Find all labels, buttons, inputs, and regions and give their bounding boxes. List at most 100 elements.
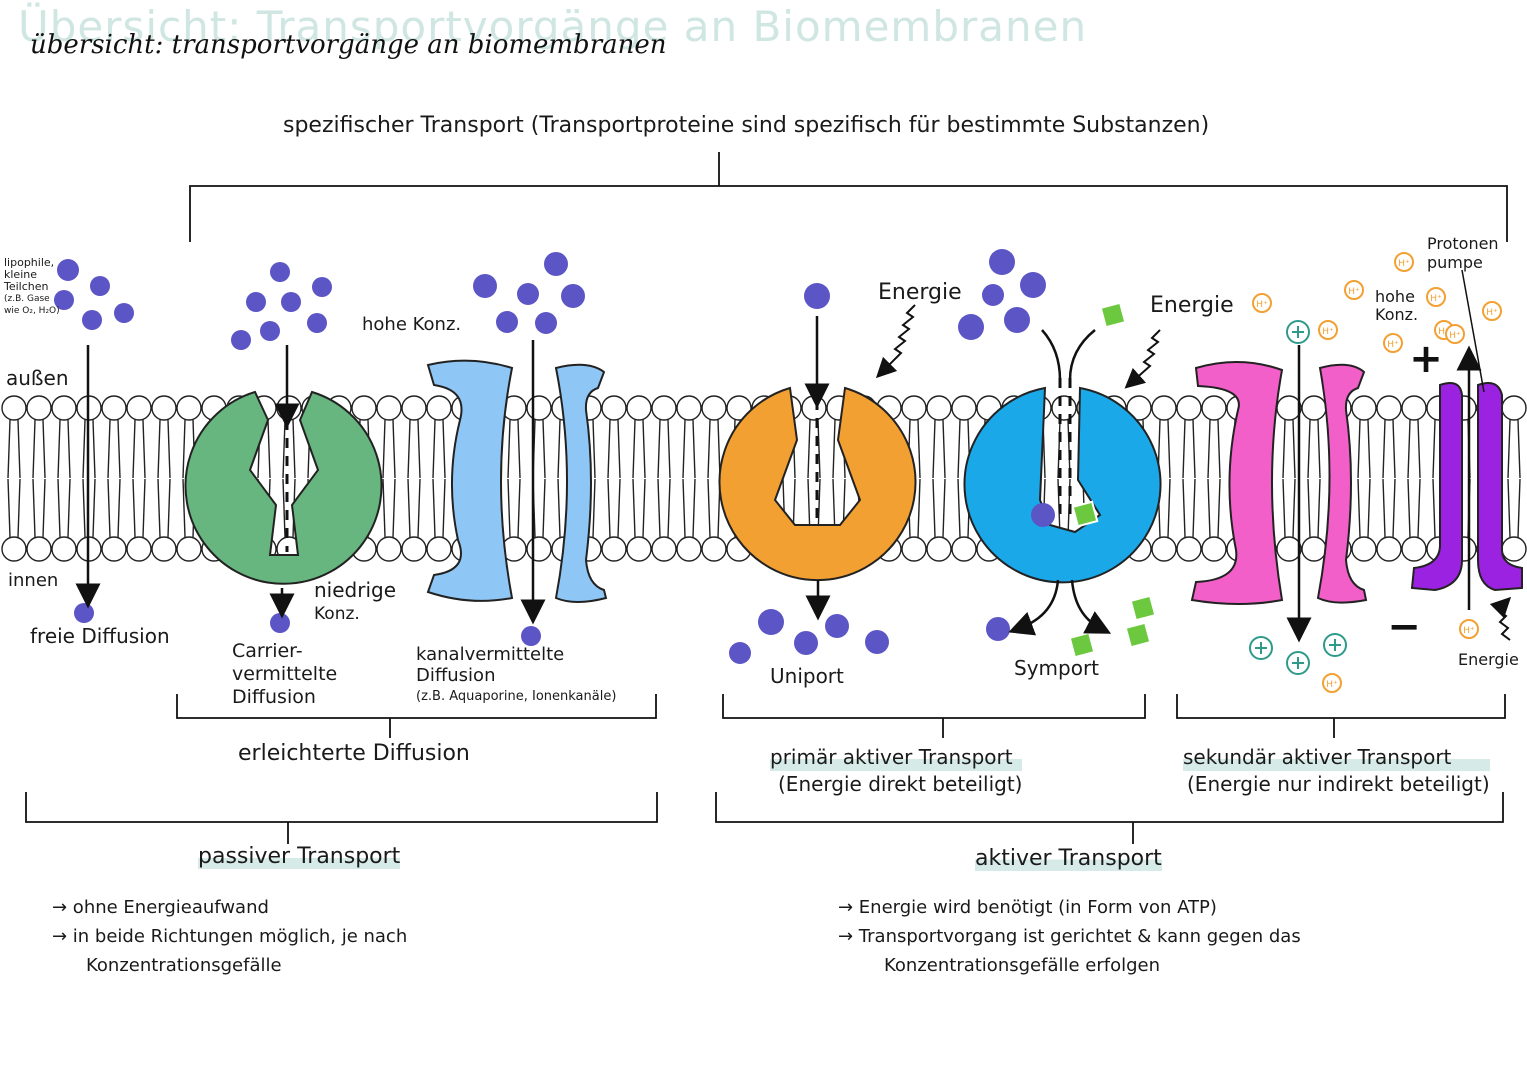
lipid-tail [592,478,596,538]
label-primary-active: primär aktiver Transport (Energie direkt… [770,744,1023,798]
lipid-tail [1417,478,1421,538]
lipid-head [1301,536,1327,562]
lipid-head [526,395,552,421]
particle [90,276,110,296]
lipid-tail [132,419,136,479]
channel-protein-right [554,363,608,603]
lipophilic-note: lipophile, kleine Teilchen (z.B. Gase wi… [4,257,60,317]
lipid-head [526,536,552,562]
lipid-head [901,395,927,421]
lipid-head [1,536,27,562]
lipid-head [626,395,652,421]
lipid-tail [132,478,136,538]
energy-squiggle [875,304,916,379]
primary-line-1: primär aktiver Transport [770,744,1023,771]
proton-symbol: H⁺ [1463,626,1475,636]
transport-proteins [184,359,1523,605]
lipid-head [1176,395,1202,421]
lipid-tail [407,478,411,538]
title-written: übersicht: transportvorgänge an biomembr… [30,30,667,60]
lipid-tail [1407,419,1411,479]
particle [517,283,539,305]
particle [544,252,568,276]
lipid-tail [1217,419,1221,479]
channel-line-2: Diffusion [416,665,496,686]
lipid-tail [932,419,936,479]
label-proton-pump: Protonen pumpe [1427,234,1499,272]
proton-symbol: H⁺ [1326,680,1338,690]
lipid-head [951,395,977,421]
lipid-tail [1317,419,1321,479]
particle [758,609,784,635]
particle [307,313,327,333]
passive-note-1: → ohne Energieaufwand [52,897,269,918]
lipid-head [426,536,452,562]
lipid-tail [92,478,96,538]
lipid-tail [142,419,146,479]
label-outside: außen [6,366,69,390]
lipid-tail [1357,419,1361,479]
proton-symbol: H⁺ [1322,327,1334,337]
lipid-tail [392,478,396,538]
proton-symbol: H⁺ [1438,327,1450,337]
particle [561,284,585,308]
carrier-line-3: Diffusion [232,686,316,708]
bracket-primary [722,694,1146,738]
lipid-head [1151,536,1177,562]
lipid-tail [707,478,711,538]
lipid-tail [707,419,711,479]
particle [281,292,301,312]
lipid-tail [517,419,521,479]
lipid-head [401,395,427,421]
lipid-head [1276,536,1302,562]
lipid-tail [1282,478,1286,538]
lipid-tail [432,419,436,479]
lipid-tail [42,478,46,538]
lipid-head [1126,395,1152,421]
note-line-2: kleine [4,268,37,281]
lipid-tail [107,478,111,538]
active-note-3: Konzentrationsgefälle erfolgen [884,955,1161,976]
lipid-tail [1382,419,1386,479]
proton-symbol: H⁺ [1256,300,1268,310]
label-secondary-active: sekundär aktiver Transport (Energie nur … [1183,744,1490,798]
lipid-head [376,395,402,421]
label-facilitated-diffusion: erleichterte Diffusion [238,741,470,766]
lipid-tail [507,419,511,479]
lipid-tail [67,478,71,538]
lipid-tail [817,419,821,479]
lipid-head [1376,536,1402,562]
lipid-head [1401,536,1427,562]
passive-note-2: → in beide Richtungen möglich, je nach [52,926,408,947]
plus-sign [1292,657,1304,669]
particle [231,330,251,350]
uniport-protein [718,386,917,582]
lipid-tail [1392,419,1396,479]
active-note-1: → Energie wird benötigt (in Form von ATP… [838,897,1217,918]
lipid-tail [667,419,671,479]
lipid-tail [1417,419,1421,479]
lipid-head [601,395,627,421]
lipid-tail [82,419,86,479]
secondary-line-1: sekundär aktiver Transport [1183,744,1490,771]
lipid-head [1501,395,1527,421]
particle [473,274,497,298]
lipid-tail [657,419,661,479]
particle [804,283,830,309]
energy-squiggle [1124,329,1161,389]
lipid-tail [442,419,446,479]
particle [521,626,541,646]
lipid-tail [57,419,61,479]
label-high-conc: hohe Konz. [362,314,462,335]
lipid-tail [32,478,36,538]
lipid-tail [392,419,396,479]
symport-substance [1068,631,1096,659]
symport-substance [1071,500,1099,528]
lipid-tail [617,419,621,479]
lipid-tail [167,478,171,538]
lipid-head [51,395,77,421]
proton-icon [1322,673,1342,693]
particle [825,614,849,638]
plus-sign [1329,639,1341,651]
